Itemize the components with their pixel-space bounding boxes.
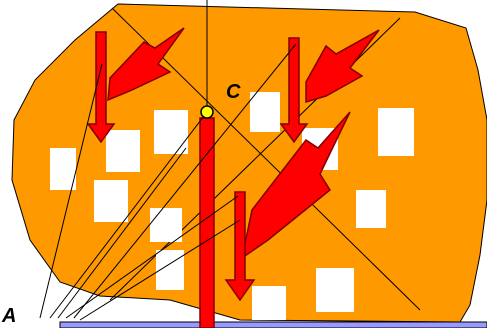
central-vertical-bar [200, 118, 214, 328]
white-square [50, 148, 76, 190]
white-square [252, 286, 286, 320]
ground-band [60, 322, 487, 328]
white-square [106, 130, 140, 172]
point-c-label: C [226, 82, 240, 102]
white-square [154, 110, 188, 154]
white-square [316, 268, 354, 312]
white-square [250, 92, 280, 132]
white-square [356, 190, 386, 228]
point-c-marker [201, 106, 213, 118]
white-square [378, 108, 414, 156]
white-square [94, 180, 128, 222]
point-a-label: A [2, 306, 16, 326]
white-square [150, 208, 182, 242]
